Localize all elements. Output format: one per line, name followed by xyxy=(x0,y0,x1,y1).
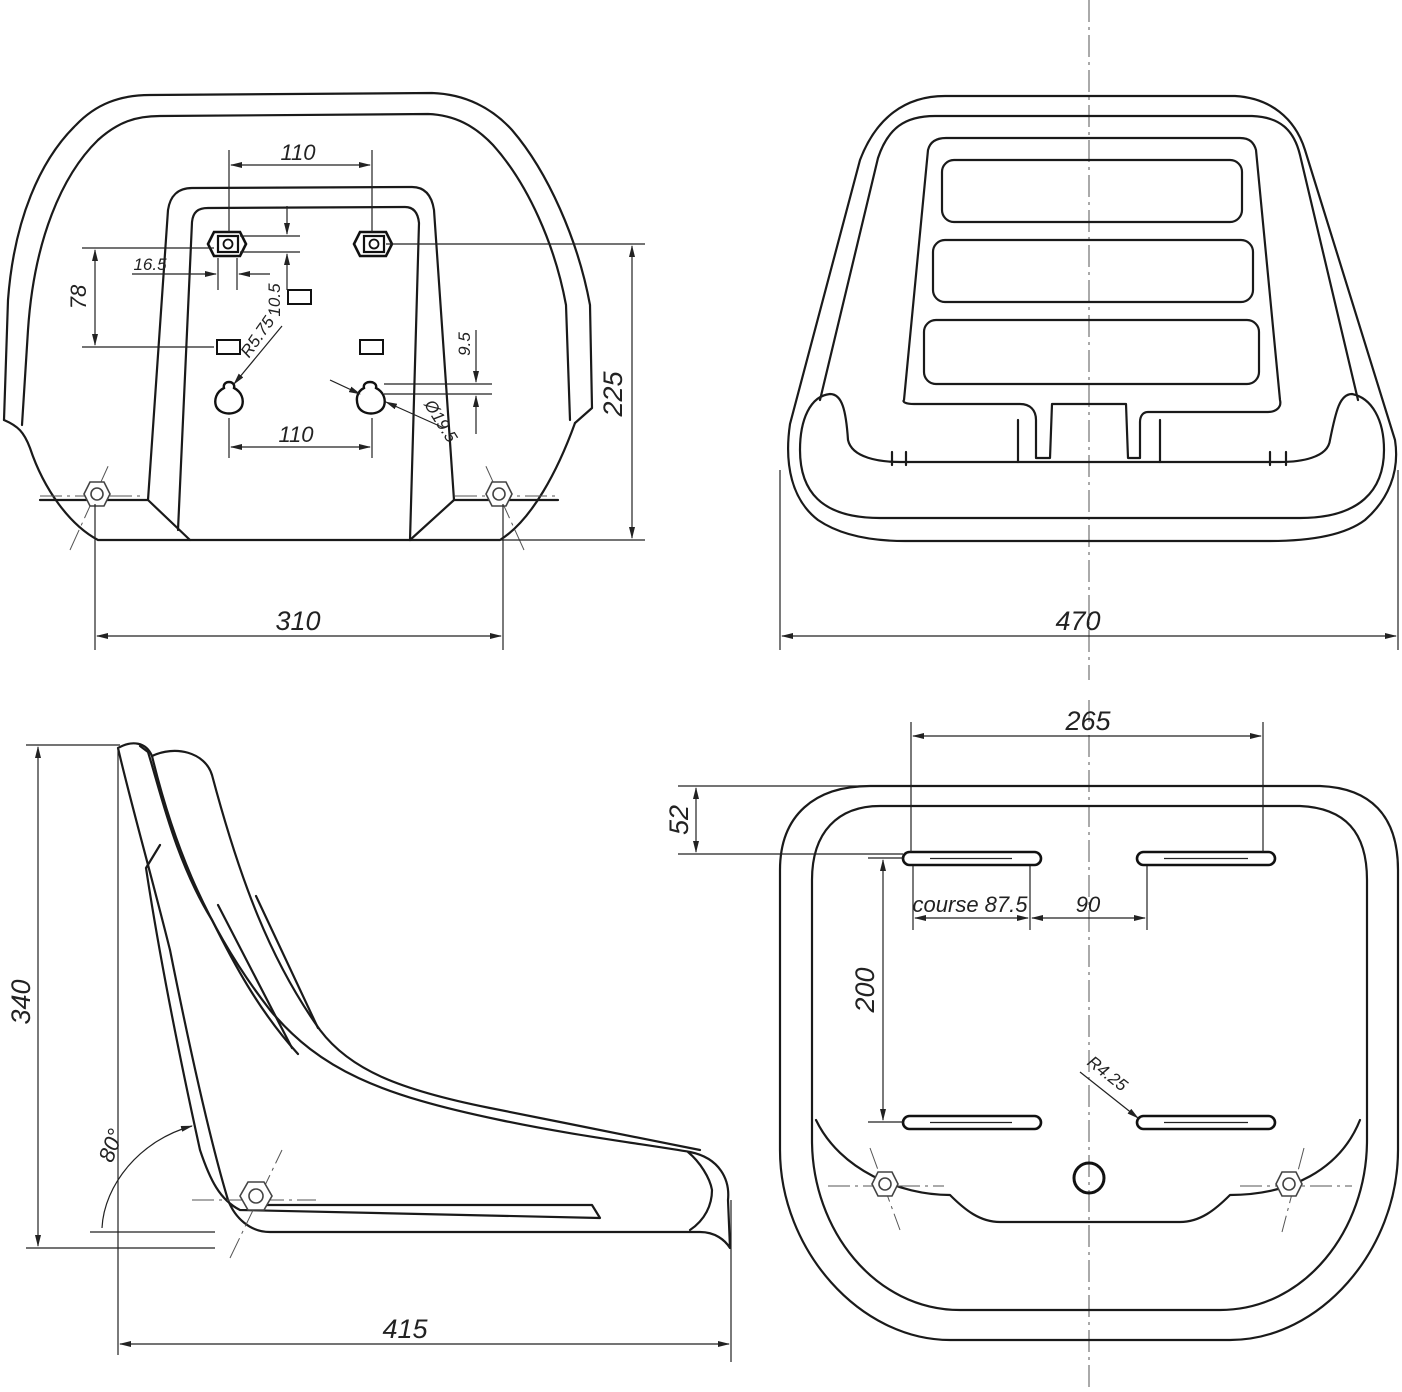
rear-outer-outline xyxy=(2,91,594,425)
side-seat-lip xyxy=(686,1150,714,1232)
rear-base-outline xyxy=(2,418,577,542)
rear-view: 110 16.5 78 10.5 R5.75 9.5 Ø19.5 xyxy=(2,91,645,650)
bottom-nut-left xyxy=(828,1147,944,1231)
rear-nut-left xyxy=(40,461,140,551)
rear-dim-bottom-spacing: 110 xyxy=(278,422,314,447)
side-outer-outline xyxy=(116,742,732,1250)
rear-slot-2 xyxy=(216,339,241,355)
bottom-dim-edge-offset: 52 xyxy=(664,805,694,835)
rear-slot-3 xyxy=(359,339,384,355)
bottom-dim-gap: 90 xyxy=(1076,892,1101,917)
side-dim-angle: 80° xyxy=(94,1125,129,1165)
front-outer-outline xyxy=(787,94,1398,543)
rear-panel-bottom-right xyxy=(408,498,560,542)
bottom-nut-right xyxy=(1240,1147,1352,1233)
side-inner-outline xyxy=(150,749,702,1152)
front-inner-outline xyxy=(818,114,1360,402)
rear-panel-outer xyxy=(146,185,456,502)
side-lower-shell xyxy=(144,843,602,1220)
side-view: 340 80° 415 xyxy=(6,742,732,1362)
bottom-drain-hole xyxy=(1072,1161,1106,1195)
front-seat-frame xyxy=(902,136,1282,460)
bottom-dim-radius: R4.25 xyxy=(1084,1052,1132,1095)
rear-dim-diameter: Ø19.5 xyxy=(420,396,461,447)
rear-dim-width: 310 xyxy=(275,606,320,636)
front-dim-width: 470 xyxy=(1055,606,1100,636)
front-panel-rib-2 xyxy=(931,238,1255,304)
rear-bolt-left xyxy=(206,230,248,258)
rear-dim-slot-offset: 10.5 xyxy=(265,283,284,317)
side-nut xyxy=(192,1149,316,1259)
rear-panel-inner xyxy=(176,205,421,542)
rear-dim-vertical-spacing: 78 xyxy=(66,284,91,309)
rear-dim-radius: R5.75 xyxy=(237,312,279,361)
rear-dim-slot-height: 9.5 xyxy=(455,332,474,356)
rear-panel-bottom-left xyxy=(38,498,192,542)
bottom-dim-travel: course 87.5 xyxy=(913,892,1029,917)
front-panel-rib-3 xyxy=(922,318,1261,386)
bottom-rear-lip xyxy=(814,1118,1362,1224)
rear-slot-1 xyxy=(287,289,312,305)
front-panel-rib-1 xyxy=(940,158,1244,224)
side-dim-height: 340 xyxy=(6,979,36,1024)
bottom-dim-slot-spacing: 265 xyxy=(1064,706,1111,736)
rear-keyhole-right xyxy=(355,380,386,415)
rear-nut-right xyxy=(455,461,556,551)
rear-bolt-right xyxy=(352,230,394,258)
bottom-inner-outline xyxy=(810,804,1369,1312)
bottom-view: 265 52 course 87.5 90 200 R4.25 xyxy=(664,700,1400,1392)
side-dim-length: 415 xyxy=(382,1314,428,1344)
rear-dim-top-spacing: 110 xyxy=(280,140,316,165)
bottom-dim-row-spacing: 200 xyxy=(850,967,880,1013)
rear-keyhole-left xyxy=(214,380,244,415)
front-inner-rim xyxy=(798,392,1386,520)
rear-dim-offset: 16.5 xyxy=(133,255,167,274)
side-seat-crease xyxy=(138,744,300,1056)
front-view: 470 xyxy=(779,0,1399,680)
rear-dim-height: 225 xyxy=(598,370,628,417)
bottom-outer-outline xyxy=(778,784,1400,1342)
rear-inner-outline xyxy=(20,112,572,427)
